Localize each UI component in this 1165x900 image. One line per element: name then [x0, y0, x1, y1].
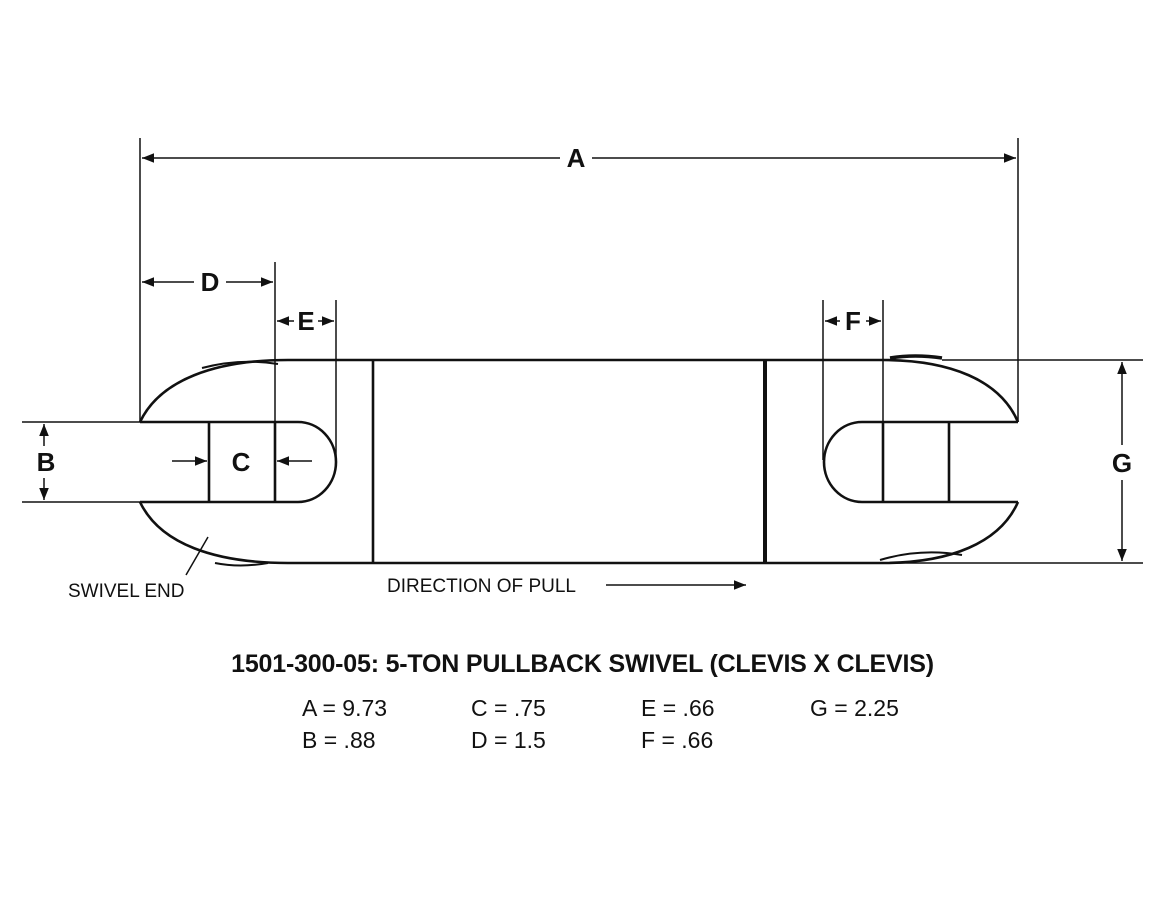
- right-clevis-lower-jaw: [881, 501, 1020, 565]
- direction-of-pull-label: DIRECTION OF PULL: [387, 576, 576, 597]
- label-a: A: [567, 143, 586, 173]
- label-d: D: [201, 267, 220, 297]
- left-clevis-upper-jaw: [138, 358, 289, 423]
- spec-e: E = .66: [641, 695, 715, 721]
- spec-f: F = .66: [641, 727, 714, 753]
- right-clevis-upper-jaw: [881, 358, 1020, 423]
- right-top-highlight: [889, 354, 943, 360]
- label-g: G: [1112, 448, 1132, 478]
- label-b: B: [37, 447, 56, 477]
- spec-b: B = .88: [302, 727, 376, 753]
- label-f: F: [845, 306, 861, 336]
- label-e: E: [297, 306, 314, 336]
- swivel-end-label: SWIVEL END: [68, 581, 185, 602]
- product-title: 1501-300-05: 5-TON PULLBACK SWIVEL (CLEV…: [231, 650, 934, 678]
- spec-d: D = 1.5: [471, 727, 546, 753]
- left-jaw-inner: [140, 420, 338, 504]
- swivel-end-leader: [185, 536, 209, 576]
- right-jaw-inner: [822, 420, 1018, 504]
- label-c: C: [232, 447, 251, 477]
- spec-a: A = 9.73: [302, 695, 388, 721]
- left-bottom-highlight: [214, 562, 269, 567]
- right-bottom-highlight: [879, 551, 963, 561]
- right-pin: [881, 422, 951, 502]
- left-pin: [207, 422, 277, 502]
- spec-c: C = .75: [471, 695, 546, 721]
- left-top-highlight: [201, 360, 279, 369]
- left-clevis-lower-jaw: [138, 501, 289, 565]
- swivel-drawing: A D E F B C G SWIVEL END DIRECTION OF PU…: [22, 138, 1143, 602]
- spec-g: G = 2.25: [810, 695, 899, 721]
